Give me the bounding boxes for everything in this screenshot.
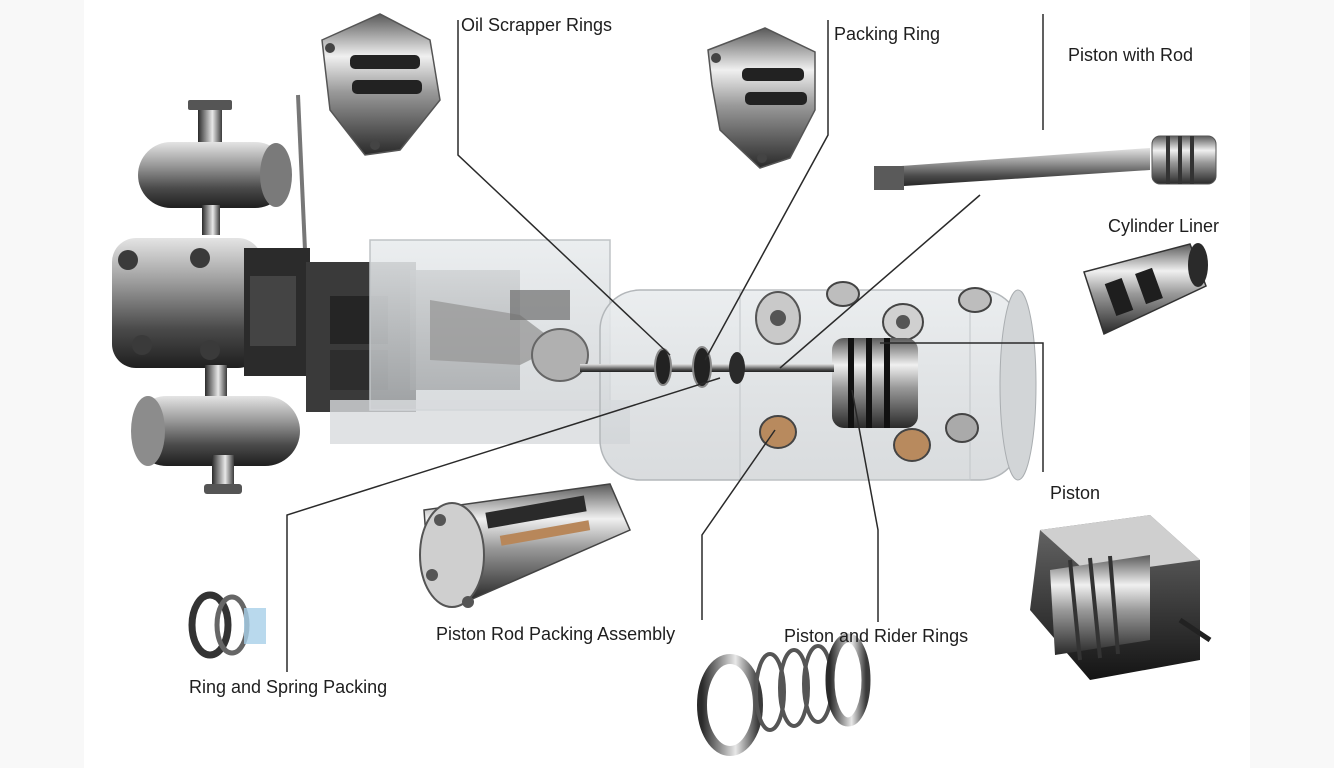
compressor-cylinder — [599, 281, 1037, 481]
bottom-bottle — [131, 396, 300, 494]
leader-ring-spring — [286, 377, 721, 672]
ring-spring-packing-illustration — [188, 591, 266, 659]
valve-bottom-1 — [759, 415, 797, 449]
label-piston-with-rod: Piston with Rod — [1068, 45, 1194, 65]
label-piston: Piston — [1050, 483, 1101, 503]
valve-top-4 — [958, 287, 992, 313]
valve-bottom-2 — [893, 428, 931, 462]
label-piston-rod-packing-assembly: Piston Rod Packing Assembly — [436, 624, 676, 644]
leader-rod-packing — [701, 429, 776, 620]
label-packing-ring: Packing Ring — [834, 24, 941, 44]
label-oil-scrapper-rings: Oil Scrapper Rings — [461, 15, 613, 35]
piston-with-rod-illustration — [874, 135, 1217, 190]
valve-top-3 — [882, 303, 924, 341]
valve-top-1 — [755, 291, 801, 345]
leader-rider-rings — [851, 389, 879, 622]
packing-ring-illustration — [707, 27, 816, 169]
piston-illustration — [1030, 515, 1212, 680]
leader-oil-scrapper — [457, 20, 671, 356]
label-ring-and-spring-packing: Ring and Spring Packing — [189, 677, 388, 697]
leader-packing-ring — [704, 20, 829, 361]
leader-piston — [880, 342, 1044, 472]
distance-piece — [330, 239, 630, 444]
cylinder-liner-illustration — [1083, 243, 1208, 336]
oil-scrapper-rings-illustration — [321, 13, 441, 156]
piston-rider-rings-illustration — [697, 633, 871, 756]
leader-piston-with-rod — [779, 194, 981, 369]
top-bottle — [138, 100, 292, 235]
piston-rod-packing-assembly-illustration — [419, 483, 631, 608]
label-cylinder-liner: Cylinder Liner — [1108, 216, 1220, 236]
label-piston-and-rider-rings: Piston and Rider Rings — [784, 626, 969, 646]
gauge-rod — [296, 94, 307, 251]
compressor-assembly — [112, 94, 1037, 494]
leader-lines — [286, 14, 1044, 672]
valve-top-2 — [826, 281, 860, 307]
cylinder-head — [112, 238, 262, 405]
internal-piston — [832, 338, 918, 428]
valve-bottom-3 — [945, 413, 979, 443]
